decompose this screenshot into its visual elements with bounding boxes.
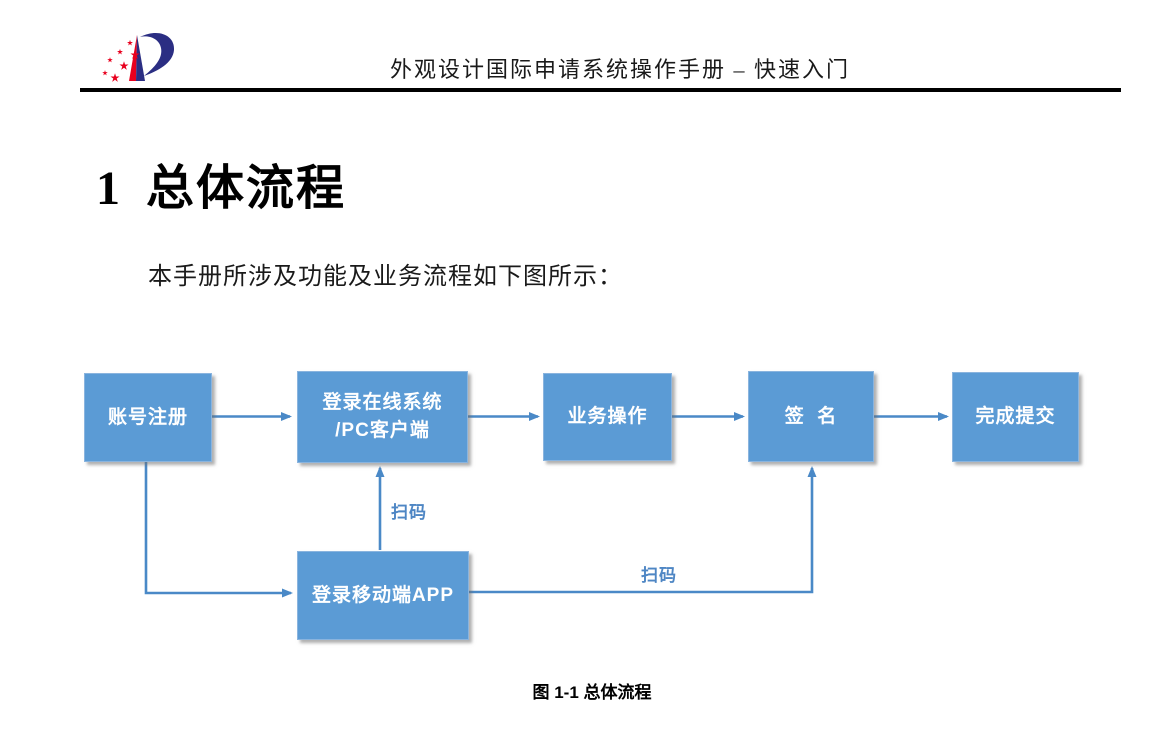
intro-paragraph: 本手册所涉及功能及业务流程如下图所示：	[148, 264, 623, 290]
section-number: 1	[96, 162, 122, 215]
flow-node-login-app: 登录移动端APP	[297, 551, 469, 640]
flow-node-login-online: 登录在线系统 /PC客户端	[297, 371, 468, 463]
edge-label-scan-2: 扫码	[641, 566, 677, 585]
arrow-login-app-to-sign-scan	[468, 466, 817, 594]
flow-node-sign: 签 名	[748, 371, 874, 462]
section-heading: 1 总体流程	[96, 148, 346, 218]
flow-node-submit: 完成提交	[952, 372, 1079, 462]
cnipa-logo-icon	[102, 33, 175, 82]
section-title: 总体流程	[146, 162, 347, 215]
header-title: 外观设计国际申请系统操作手册 – 快速入门	[389, 57, 850, 82]
flow-node-operate: 业务操作	[543, 373, 672, 461]
header-divider	[80, 88, 1121, 92]
arrow-register-to-login-app	[144, 461, 293, 598]
figure-caption: 图 1-1 总体流程	[532, 683, 652, 702]
edge-label-scan-1: 扫码	[391, 503, 427, 522]
flow-node-register: 账号注册	[84, 373, 212, 462]
